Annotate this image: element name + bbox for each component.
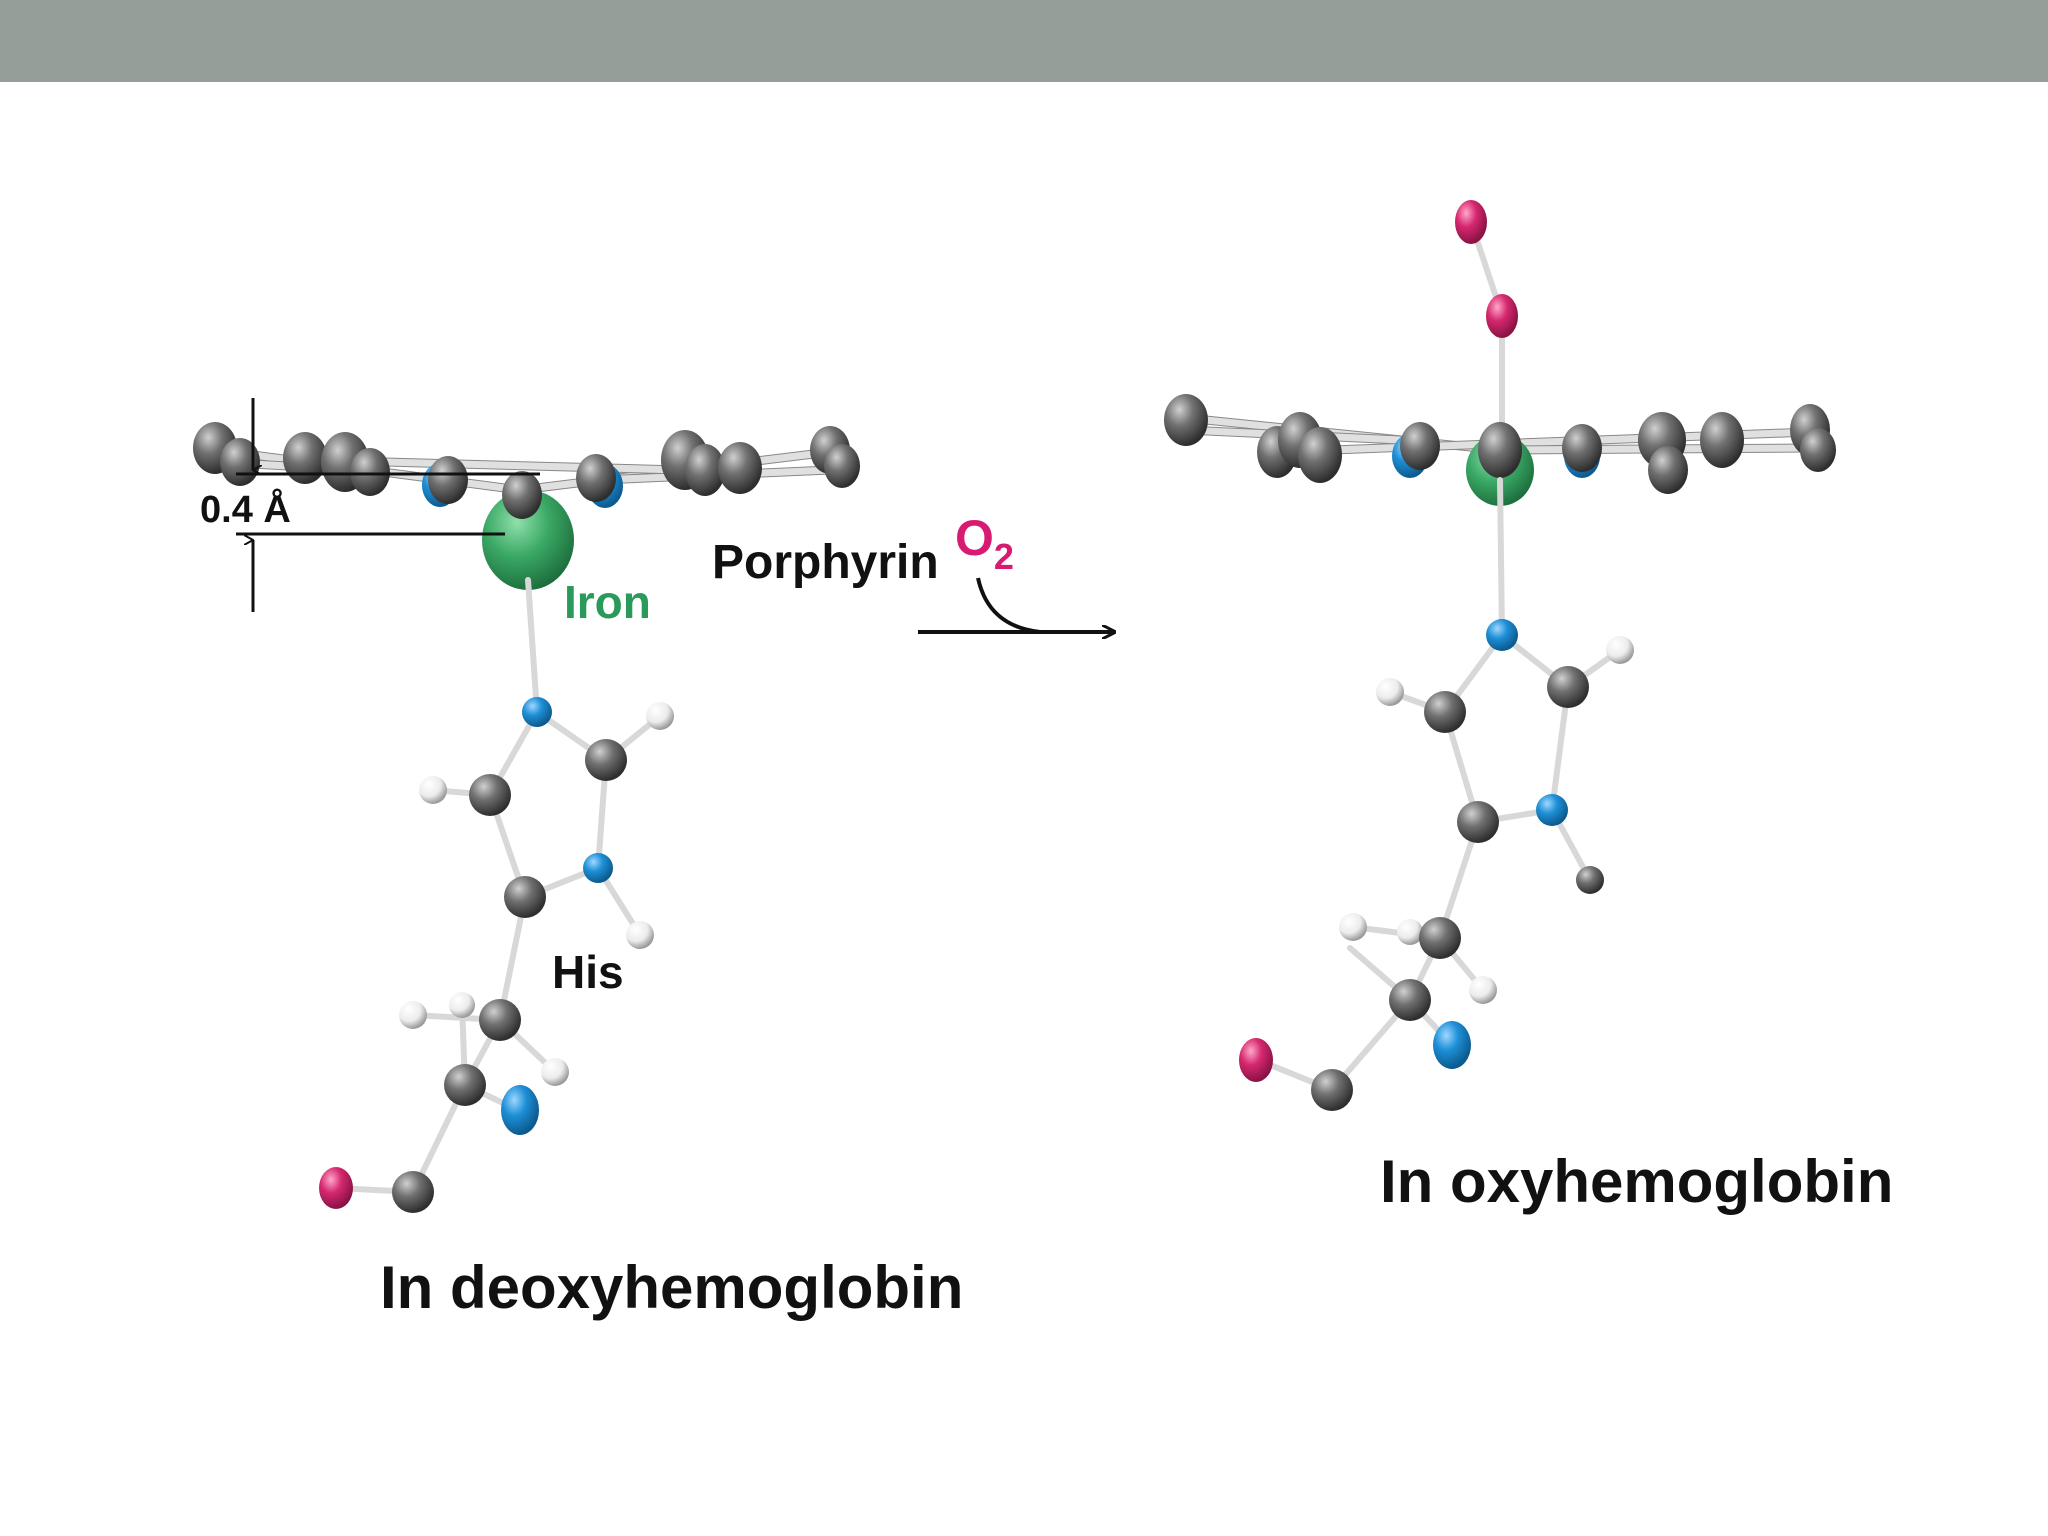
oxy-structure [1164, 200, 1836, 1111]
oxy-caption: In oxyhemoglobin [1380, 1148, 1893, 1215]
deoxy-iron-atom [482, 490, 574, 590]
oxy-oxygen-atom-2 [1486, 294, 1518, 338]
his-label: His [552, 946, 624, 998]
deoxy-porphyrin-center-carbon [502, 471, 542, 519]
oxy-oxygen-atom-1 [1455, 200, 1487, 244]
oxy-histidine-atoms [1239, 619, 1634, 1111]
header-bar [0, 0, 2048, 82]
o2-label-subscript: 2 [994, 536, 1014, 577]
reaction-arrow [918, 577, 1114, 632]
deoxy-histidine-atoms [319, 697, 674, 1213]
oxy-porphyrin-atoms [1164, 394, 1836, 494]
o2-label: O2 [955, 510, 1014, 577]
oxy-o2-bonds [1468, 219, 1505, 458]
iron-label: Iron [564, 576, 651, 628]
deoxy-histidine-bonds [335, 577, 663, 1195]
oxy-histidine-bonds [1255, 477, 1623, 1093]
distance-label: 0.4 Å [200, 487, 291, 531]
porphyrin-label: Porphyrin [712, 536, 939, 589]
o2-label-main: O [955, 510, 994, 566]
distance-indicator [236, 398, 540, 612]
deoxy-structure [193, 398, 860, 1213]
deoxy-caption: In deoxyhemoglobin [380, 1254, 963, 1321]
